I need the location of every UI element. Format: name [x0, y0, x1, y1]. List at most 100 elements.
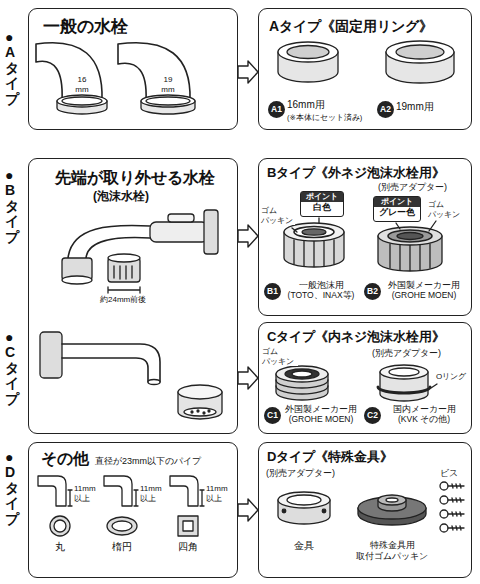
aerator-faucet	[208, 410, 210, 412]
aerator-faucet	[191, 411, 193, 413]
screw	[440, 524, 448, 532]
foam-faucet	[150, 222, 208, 242]
flow-arrow	[238, 499, 258, 521]
note: (別売アダプター)	[372, 348, 441, 359]
faucet-spout	[36, 43, 195, 114]
foam-faucet	[68, 225, 150, 258]
pipe-shape	[54, 520, 66, 532]
point-tag: ポイント白色	[300, 191, 344, 217]
callout-text: B2	[367, 287, 378, 296]
aerator-faucet	[148, 380, 160, 385]
special-fitting	[322, 509, 326, 513]
part-label: ゴム パッキン	[428, 200, 464, 219]
adapter-b	[397, 233, 423, 240]
pipe-shape	[200, 490, 204, 506]
faucet-spout	[36, 43, 102, 100]
special-fitting	[378, 495, 406, 505]
flow-arrow	[238, 367, 258, 389]
pipe-shape	[50, 516, 70, 536]
heading-text: Aタイプ《固定用リング》	[269, 18, 433, 35]
leader-line	[431, 384, 437, 388]
flow-arrow	[238, 61, 258, 83]
fixing-ring	[278, 41, 454, 83]
part-label: 19mm用	[396, 101, 434, 113]
panel-box: Aタイプ《固定用リング》A1A2	[258, 8, 472, 130]
leader-line	[396, 223, 400, 229]
part-label: 国内メーカー用 (KVK その他)	[382, 404, 466, 424]
note: (別売アダプター)	[378, 182, 447, 193]
part-label: 16mm用	[287, 99, 325, 111]
part-label: 外国製メーカー用 (GROHE MOEN)	[382, 280, 466, 300]
type-label: ●Cタイプ	[5, 330, 19, 407]
shape-label: 楕円	[112, 541, 132, 553]
adapter-c	[378, 387, 430, 393]
aerator-faucet	[40, 332, 222, 419]
special-fitting	[278, 492, 330, 508]
heading-text: ポイント	[374, 197, 420, 207]
fixing-ring	[278, 42, 338, 62]
special-fitting	[358, 497, 426, 519]
dimension: 19 mm	[160, 75, 176, 94]
adapter-c	[285, 369, 319, 379]
faucet-spout	[57, 95, 107, 107]
faucet-spout	[141, 95, 195, 107]
screw	[448, 512, 464, 516]
screw	[440, 482, 448, 490]
adapter-b	[294, 240, 334, 267]
adapter-c	[380, 365, 428, 379]
dimension: 約24mm前後	[100, 295, 146, 305]
heading-text: ポイント	[301, 192, 343, 202]
screw	[448, 498, 464, 502]
pipe-shape	[170, 476, 198, 506]
part-label: ゴム パッキン	[261, 206, 295, 225]
heading-text: その他	[41, 449, 89, 468]
callout-number: B1	[264, 283, 281, 300]
aerator-faucet	[203, 412, 205, 414]
sub-text: (泡沫水栓)	[93, 189, 149, 203]
pipe-shape	[183, 521, 193, 531]
foam-faucet	[62, 210, 218, 293]
dimension: 11mm 以上	[74, 484, 100, 503]
part-label: 一般泡沫用 (TOTO、INAX等)	[282, 280, 360, 300]
foam-faucet	[108, 254, 140, 262]
dimension: 16 mm	[74, 75, 90, 94]
adapter-b	[390, 244, 430, 271]
special-fitting	[282, 509, 286, 513]
adapter-b	[294, 227, 334, 238]
pipe-shape	[134, 490, 138, 506]
shape-label: 四角	[178, 541, 198, 553]
foam-faucet	[108, 287, 140, 293]
leader-line	[429, 221, 436, 231]
screw	[448, 526, 464, 530]
part-label: ビス	[440, 468, 458, 479]
pipe-shape	[38, 476, 204, 536]
aerator-faucet	[178, 385, 222, 399]
faucet-spout	[146, 97, 190, 105]
pipe-shape	[178, 516, 198, 536]
type-label: ●Aタイプ	[5, 30, 19, 107]
aerator-faucet	[62, 344, 160, 382]
aerator-faucet	[197, 410, 199, 412]
foam-faucet	[62, 276, 92, 284]
pipe-shape	[38, 476, 66, 506]
panel-box: 一般の水栓	[28, 8, 238, 130]
faucet-spout	[118, 43, 190, 100]
callout-number: A2	[377, 101, 394, 118]
leader-line	[318, 218, 319, 223]
callout-text: B1	[267, 287, 278, 296]
heading-text: Cタイプ《内ネジ泡沫水栓用》	[267, 329, 445, 345]
screw	[440, 496, 448, 504]
special-fitting	[386, 498, 398, 502]
type-label: ●Bタイプ	[5, 168, 19, 245]
adapter-b	[302, 229, 326, 235]
pipe-shape	[68, 490, 72, 506]
adapter-b	[284, 223, 442, 271]
leader-line	[292, 228, 297, 232]
sub-text: 白色	[313, 202, 331, 212]
pipe-shape	[104, 476, 132, 506]
adapter-c	[292, 371, 312, 377]
adapter-b	[378, 227, 442, 245]
part-label: ゴム パッキン	[262, 347, 298, 366]
type-label: ●Dタイプ	[5, 450, 19, 527]
